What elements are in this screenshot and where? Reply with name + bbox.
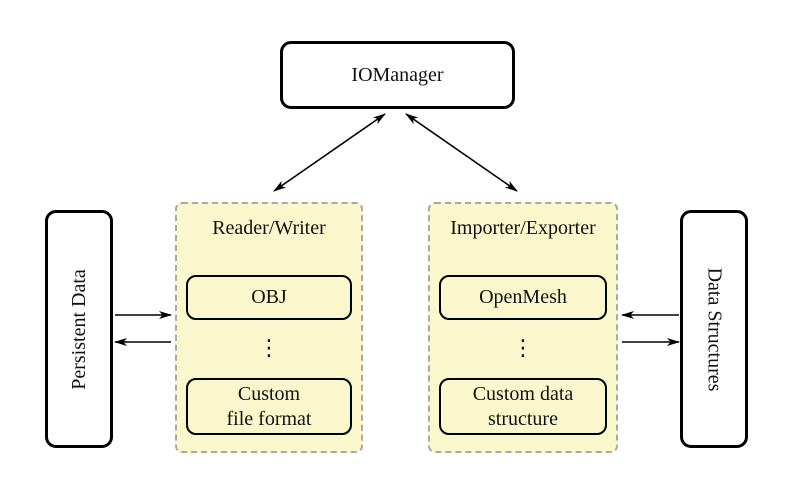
persistent-data-node: Persistent Data xyxy=(45,210,113,448)
iomanager-label: IOManager xyxy=(351,63,444,86)
data-structures-node: Data Structures xyxy=(680,210,748,448)
data-structures-label: Data Structures xyxy=(703,267,726,391)
custom-data-structure-line2: structure xyxy=(488,407,558,430)
reader-writer-title: Reader/Writer xyxy=(212,217,326,239)
importer-exporter-title: Importer/Exporter xyxy=(450,217,596,239)
importer-exporter-container: Importer/Exporter OpenMesh ⋮ Custom data… xyxy=(428,202,618,453)
custom-data-structure-line1: Custom data xyxy=(472,382,574,405)
custom-file-format-line2: file format xyxy=(226,407,312,430)
iomanager-node: IOManager xyxy=(280,41,515,109)
reader-writer-ellipsis: ⋮ xyxy=(258,335,280,361)
openmesh-label: OpenMesh xyxy=(479,286,567,308)
custom-file-format-line1: Custom xyxy=(237,382,301,405)
custom-data-structure-box: Custom data structure xyxy=(439,378,607,435)
iomanager-readerwriter-arrow xyxy=(273,113,386,192)
iomanager-importerexporter-arrow xyxy=(405,113,518,192)
openmesh-box: OpenMesh xyxy=(439,275,607,320)
importer-exporter-ellipsis: ⋮ xyxy=(512,335,534,361)
obj-label: OBJ xyxy=(251,286,287,308)
custom-file-format-box: Custom file format xyxy=(186,378,352,435)
persistent-data-label: Persistent Data xyxy=(67,268,90,390)
obj-box: OBJ xyxy=(186,275,352,320)
reader-writer-container: Reader/Writer OBJ ⋮ Custom file format xyxy=(175,202,363,453)
